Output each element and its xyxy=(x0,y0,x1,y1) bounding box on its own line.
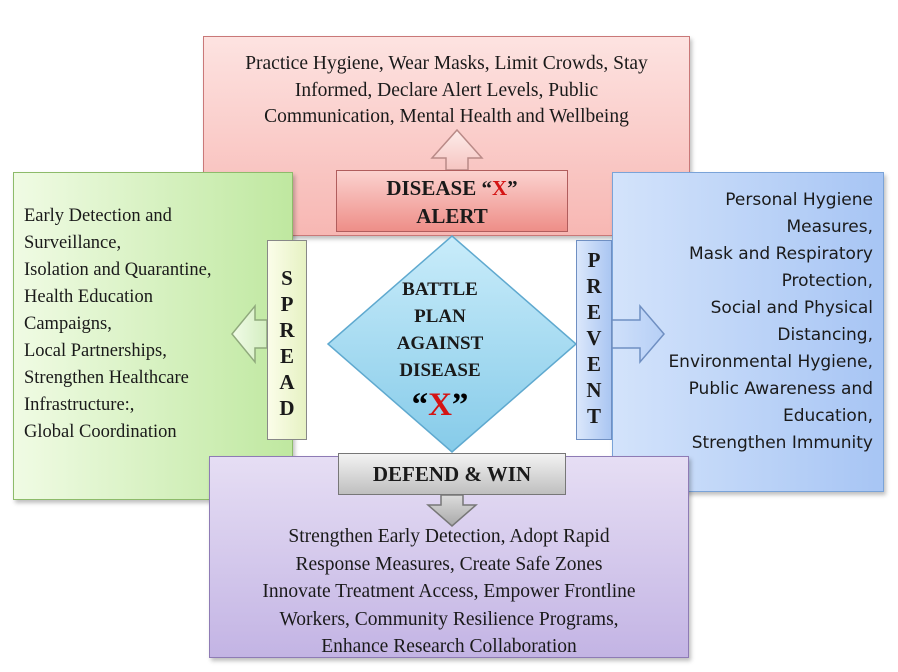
defend-line: Response Measures, Create Safe Zones xyxy=(295,553,603,575)
spread-letter: D xyxy=(279,396,295,420)
prevent-letter: R xyxy=(586,274,602,298)
prevent-line: Education, xyxy=(782,406,873,426)
center-x-letter: X xyxy=(428,387,452,423)
spread-line: Isolation and Quarantine, xyxy=(24,260,212,280)
alert-label-prefix: DISEASE “ xyxy=(386,176,492,200)
prevent-line: Strengthen Immunity xyxy=(691,433,873,453)
spread-line: Early Detection and xyxy=(24,206,172,226)
center-line: BATTLE xyxy=(402,279,478,300)
disease-x-alert-label: DISEASE “X” ALERT xyxy=(336,170,568,232)
spread-line: Local Partnerships, xyxy=(24,341,167,361)
spread-label: S P R E A D xyxy=(267,240,307,440)
prevent-letter: V xyxy=(586,326,602,350)
spread-line: Global Coordination xyxy=(24,422,177,442)
prevent-measures-text: Personal Hygiene Measures, Mask and Resp… xyxy=(668,187,873,457)
alert-measures-text: Practice Hygiene, Wear Masks, Limit Crow… xyxy=(204,51,689,131)
battle-plan-title: BATTLE PLAN AGAINST DISEASE xyxy=(380,276,500,384)
center-line: AGAINST xyxy=(396,333,484,354)
center-x-suffix: ” xyxy=(451,387,469,423)
center-diamond xyxy=(326,235,578,453)
spread-letter: S xyxy=(281,266,293,290)
prevent-line: Distancing, xyxy=(777,325,873,345)
spread-measures-text: Early Detection and Surveillance, Isolat… xyxy=(24,203,212,446)
arrow-right-icon xyxy=(611,303,665,365)
prevent-letter: P xyxy=(587,248,601,272)
spread-line: Surveillance, xyxy=(24,233,122,253)
center-line: DISEASE xyxy=(399,360,481,381)
arrow-up-icon xyxy=(430,128,484,171)
spread-line: Campaigns, xyxy=(24,314,112,334)
spread-letter: A xyxy=(279,370,295,394)
prevent-panel: Personal Hygiene Measures, Mask and Resp… xyxy=(612,172,884,492)
prevent-line: Protection, xyxy=(781,271,873,291)
defend-line: Strengthen Early Detection, Adopt Rapid xyxy=(288,526,610,547)
arrow-left-icon xyxy=(231,303,268,365)
prevent-line: Social and Physical xyxy=(710,298,873,318)
spread-letter: E xyxy=(279,344,294,368)
defend-line: Enhance Research Collaboration xyxy=(321,636,577,657)
center-line: PLAN xyxy=(414,306,466,327)
spread-letter: P xyxy=(280,292,294,316)
alert-line: Communication, Mental Health and Wellbei… xyxy=(264,106,629,127)
center-x-prefix: “ xyxy=(411,387,429,423)
alert-line: Practice Hygiene, Wear Masks, Limit Crow… xyxy=(245,53,648,74)
spread-line: Infrastructure:, xyxy=(24,395,135,415)
prevent-letter: T xyxy=(586,404,601,428)
alert-label-word: ALERT xyxy=(416,204,488,228)
prevent-line: Personal Hygiene xyxy=(725,190,873,210)
defend-line: Innovate Treatment Access, Empower Front… xyxy=(262,581,636,602)
defend-measures-text: Strengthen Early Detection, Adopt Rapid … xyxy=(210,523,688,661)
prevent-letter: E xyxy=(586,352,601,376)
alert-label-x: X xyxy=(491,176,508,200)
arrow-down-icon xyxy=(426,494,478,527)
spread-icon-spacer xyxy=(268,241,306,265)
disease-x-mark: “X” xyxy=(380,385,500,425)
alert-line: Informed, Declare Alert Levels, Public xyxy=(294,79,599,101)
alert-label-suffix: ” xyxy=(507,176,518,200)
prevent-line: Measures, xyxy=(786,217,873,237)
prevent-line: Public Awareness and xyxy=(688,379,873,399)
spread-line: Health Education xyxy=(24,287,153,307)
defend-and-win-label: DEFEND & WIN xyxy=(338,453,566,495)
prevent-letter: N xyxy=(586,378,602,402)
prevent-line: Environmental Hygiene, xyxy=(668,352,873,372)
spread-line: Strengthen Healthcare xyxy=(24,368,189,388)
prevent-label: P R E V E N T xyxy=(576,240,612,440)
defend-line: Workers, Community Resilience Programs, xyxy=(279,608,619,630)
prevent-line: Mask and Respiratory xyxy=(689,244,873,264)
prevent-letter: E xyxy=(586,300,601,324)
spread-letter: R xyxy=(279,318,295,342)
